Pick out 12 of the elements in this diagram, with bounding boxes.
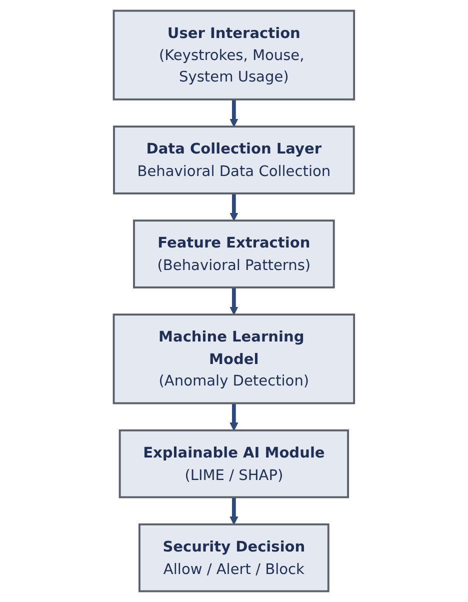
arrow [230,287,238,315]
node-box [138,523,330,592]
arrow [230,99,238,127]
node-box [118,429,350,498]
arrow [230,193,238,221]
arrow [230,497,238,525]
node-box [133,220,335,288]
node-box [112,10,356,100]
node-box [113,126,355,194]
arrow [230,403,238,431]
node-box [112,314,356,404]
flowchart-drawing: User Interaction (Keystrokes, Mouse, System Usage) Data Collection Layer Behavioral Data Collection Feature Extraction (Behavioral Patterns) Machine Learning Model (Anomaly Detection) Explainable AI Module (LIME / SHAP) Security Decision Allow / Alert / Block [106,3,362,599]
